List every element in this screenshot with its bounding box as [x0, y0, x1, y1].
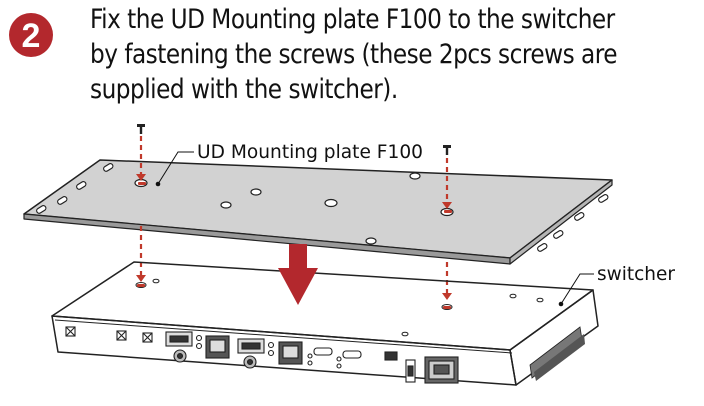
mounting-plate [23, 159, 613, 265]
plate-slot [598, 193, 609, 203]
switcher-callout: switcher [560, 263, 675, 305]
vent-grille [529, 326, 585, 381]
plate-left-slots [36, 162, 114, 214]
screw-icon [137, 124, 145, 134]
switcher-side [509, 289, 599, 386]
led-indicator [267, 341, 275, 349]
plate-slot [57, 195, 68, 205]
led-indicator [195, 334, 203, 342]
plate-callout-leader [157, 151, 194, 185]
step-badge-circle [9, 13, 53, 57]
plate-callout: UD Mounting plate F100 [157, 141, 423, 185]
plate-slot [537, 242, 548, 252]
device-hole [509, 293, 517, 299]
switcher-callout-leader [560, 273, 594, 305]
guide-arrowhead [136, 174, 146, 181]
mounting-illustration: UD Mounting plate F100 switcher [23, 124, 675, 386]
device-hole [401, 331, 409, 337]
plate-hole [220, 201, 232, 209]
plate-slot [574, 211, 585, 221]
instruction-line-3: supplied with the switcher). [90, 74, 398, 105]
usb-port [313, 347, 333, 356]
device-screw-marker [137, 284, 145, 287]
screw-hole-marker [138, 182, 146, 185]
plate-slot [553, 229, 564, 239]
mounting-plate-side [509, 179, 613, 265]
plate-slot [103, 162, 114, 172]
switcher-callout-label: switcher [597, 263, 675, 285]
front-panel [65, 326, 459, 384]
plate-slot [36, 204, 47, 214]
step-badge: 2 [9, 13, 53, 57]
device-hole [536, 297, 544, 303]
led-indicator [195, 342, 203, 350]
plate-hole [409, 172, 421, 180]
instruction-line-2: by fastening the screws (these 2pcs scre… [90, 39, 618, 70]
plate-slot [76, 180, 87, 190]
switcher-bevel [54, 319, 513, 354]
screw-hole-markers [138, 182, 452, 213]
device-screw-marker [443, 306, 451, 309]
arrow-down-icon [278, 244, 318, 305]
guide-arrowhead [136, 275, 146, 282]
alignment-guides [136, 136, 452, 300]
plate-right-slots [537, 193, 609, 252]
guide-arrowhead [442, 293, 452, 300]
instruction-text: Fix the UD Mounting plate F100 to the sw… [90, 2, 618, 107]
guide-arrowhead [442, 202, 452, 209]
screw-icon [443, 145, 451, 155]
plate-hole [250, 188, 262, 196]
switcher-device [51, 261, 599, 386]
instruction-line-1: Fix the UD Mounting plate F100 to the sw… [90, 4, 615, 35]
usb-port [342, 350, 362, 359]
screw-hole-marker [444, 210, 452, 213]
plate-callout-label: UD Mounting plate F100 [197, 141, 423, 163]
led-indicator [267, 349, 275, 357]
device-hole [152, 278, 160, 284]
step-number: 2 [22, 17, 41, 55]
plate-hole [324, 198, 338, 208]
small-port [384, 351, 398, 361]
plate-hole [365, 237, 377, 245]
